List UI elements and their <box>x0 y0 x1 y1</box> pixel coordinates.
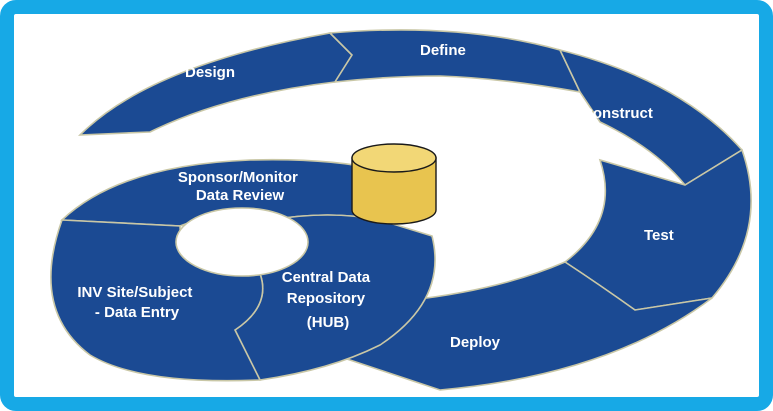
outer-segment-design <box>77 32 354 136</box>
stage-label-construct: Construct <box>582 105 653 122</box>
stage-label-deploy: Deploy <box>450 334 501 351</box>
stage-label-central-hub: Central Data Repository (HUB) <box>282 269 375 331</box>
stage-label-sponsor-review: Sponsor/Monitor Data Review <box>178 169 302 204</box>
stage-label-test: Test <box>644 227 674 244</box>
inner-disc-hole <box>175 207 309 277</box>
stage-label-inv-entry: INV Site/Subject - Data Entry <box>77 284 196 321</box>
outer-segment-define <box>328 29 582 94</box>
database-cylinder-icon <box>351 143 437 225</box>
stage-label-design: Design <box>185 64 235 81</box>
inner-ring <box>50 158 436 382</box>
stage-label-define: Define <box>420 42 466 59</box>
outer-ring <box>77 29 752 391</box>
